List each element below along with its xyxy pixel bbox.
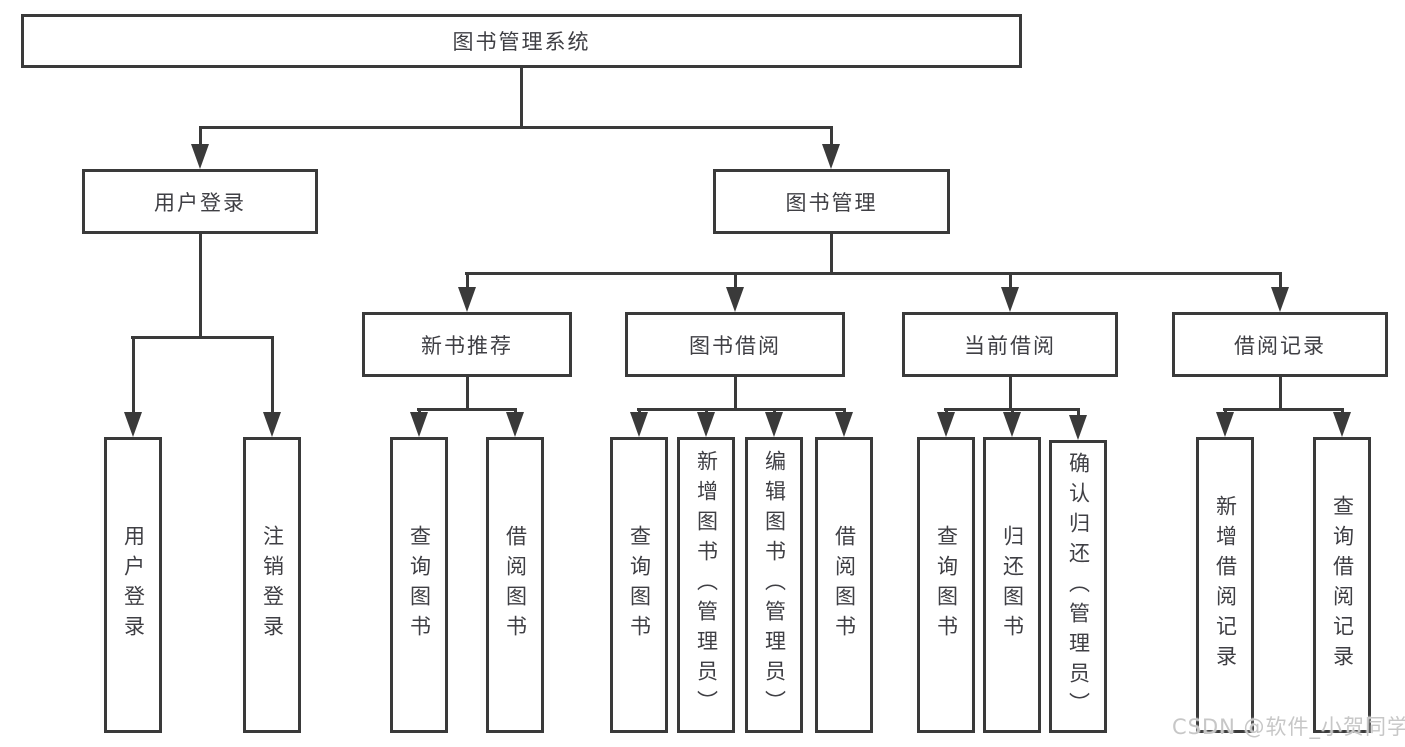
leaf-records-add-record: 新增借阅记录 <box>1196 437 1254 733</box>
leaf-user-login-label: 用户登录 <box>121 525 146 645</box>
leaf-current-query-books-label: 查询图书 <box>934 525 959 645</box>
leaf-logout-label: 注销登录 <box>260 525 285 645</box>
connector-line <box>131 336 274 339</box>
arrowhead-icon <box>458 287 476 312</box>
arrowhead-icon <box>263 412 281 437</box>
connector-line <box>830 126 833 148</box>
node-book-borrowing-label: 图书借阅 <box>689 333 781 358</box>
node-borrowing-records-label: 借阅记录 <box>1234 333 1326 358</box>
connector-line <box>830 234 833 275</box>
leaf-records-query-record: 查询借阅记录 <box>1313 437 1371 733</box>
leaf-borrow-query-books-label: 查询图书 <box>627 525 652 645</box>
leaf-borrow-edit-books-admin-label: 编辑图书（管理员） <box>762 450 787 720</box>
arrowhead-icon <box>1333 412 1351 437</box>
connector-line <box>465 272 1282 275</box>
node-library-system: 图书管理系统 <box>21 14 1022 68</box>
arrowhead-icon <box>1001 287 1019 312</box>
leaf-newbook-borrow-books-label: 借阅图书 <box>503 525 528 645</box>
connector-line <box>1279 272 1282 290</box>
node-new-book-recommend: 新书推荐 <box>362 312 572 377</box>
connector-line <box>1077 408 1080 416</box>
connector-line <box>199 126 202 148</box>
connector-line <box>1223 408 1344 411</box>
connector-line <box>1009 272 1012 290</box>
arrowhead-icon <box>835 412 853 437</box>
leaf-borrow-add-books-admin: 新增图书（管理员） <box>677 437 735 733</box>
leaf-newbook-query-books: 查询图书 <box>390 437 448 733</box>
leaf-user-login: 用户登录 <box>104 437 162 733</box>
connector-line <box>132 336 135 414</box>
connector-line <box>1009 377 1012 411</box>
leaf-newbook-borrow-books: 借阅图书 <box>486 437 544 733</box>
leaf-logout: 注销登录 <box>243 437 301 733</box>
node-book-management: 图书管理 <box>713 169 950 234</box>
arrowhead-icon <box>1271 287 1289 312</box>
node-user-login: 用户登录 <box>82 169 318 234</box>
node-new-book-recommend-label: 新书推荐 <box>421 333 513 358</box>
arrowhead-icon <box>1216 412 1234 437</box>
watermark: CSDN @软件_小贺同学 <box>1172 715 1405 739</box>
node-user-login-label: 用户登录 <box>154 190 246 215</box>
leaf-borrow-add-books-admin-label: 新增图书（管理员） <box>694 450 719 720</box>
arrowhead-icon <box>191 144 209 169</box>
node-borrowing-records: 借阅记录 <box>1172 312 1388 377</box>
connector-line <box>734 272 737 290</box>
connector-line <box>199 126 833 129</box>
connector-line <box>466 272 469 290</box>
leaf-borrow-borrow-books: 借阅图书 <box>815 437 873 733</box>
connector-line <box>637 408 846 411</box>
connector-line <box>466 377 469 411</box>
connector-line <box>734 377 737 411</box>
arrowhead-icon <box>1003 412 1021 437</box>
arrowhead-icon <box>726 287 744 312</box>
leaf-current-confirm-return-admin-label: 确认归还（管理员） <box>1066 451 1091 722</box>
leaf-newbook-query-books-label: 查询图书 <box>407 525 432 645</box>
connector-line <box>1279 377 1282 411</box>
arrowhead-icon <box>1069 415 1087 440</box>
node-book-management-label: 图书管理 <box>785 190 878 215</box>
arrowhead-icon <box>506 412 524 437</box>
leaf-current-return-books-label: 归还图书 <box>1000 525 1025 645</box>
connector-line <box>271 336 274 414</box>
leaf-current-query-books: 查询图书 <box>917 437 975 733</box>
leaf-borrow-query-books: 查询图书 <box>610 437 668 733</box>
arrowhead-icon <box>630 412 648 437</box>
leaf-records-query-record-label: 查询借阅记录 <box>1330 495 1355 675</box>
leaf-records-add-record-label: 新增借阅记录 <box>1213 495 1238 675</box>
leaf-current-return-books: 归还图书 <box>983 437 1041 733</box>
arrowhead-icon <box>697 412 715 437</box>
node-book-borrowing: 图书借阅 <box>625 312 845 377</box>
arrowhead-icon <box>822 144 840 169</box>
connector-line <box>417 408 517 411</box>
arrowhead-icon <box>765 412 783 437</box>
node-library-system-label: 图书管理系统 <box>452 30 591 54</box>
leaf-current-confirm-return-admin: 确认归还（管理员） <box>1049 440 1107 733</box>
arrowhead-icon <box>937 412 955 437</box>
node-current-borrowing-label: 当前借阅 <box>964 333 1056 358</box>
connector-line <box>520 68 523 129</box>
leaf-borrow-borrow-books-label: 借阅图书 <box>832 525 857 645</box>
leaf-borrow-edit-books-admin: 编辑图书（管理员） <box>745 437 803 733</box>
arrowhead-icon <box>124 412 142 437</box>
connector-line <box>199 234 202 339</box>
arrowhead-icon <box>410 412 428 437</box>
node-current-borrowing: 当前借阅 <box>902 312 1118 377</box>
